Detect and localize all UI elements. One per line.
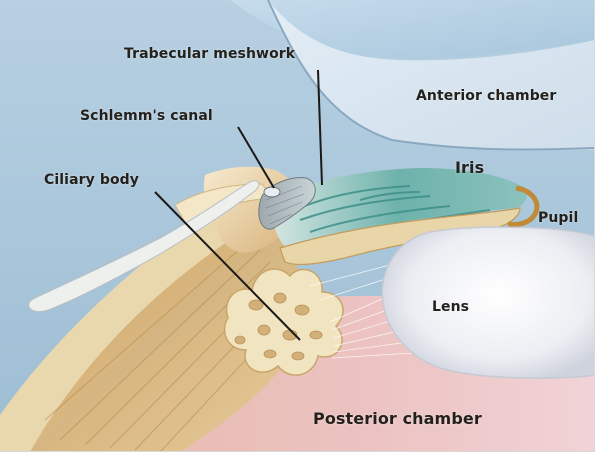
label-pupil: Pupil <box>538 210 578 226</box>
label-iris: Iris <box>455 158 484 177</box>
label-lens: Lens <box>432 299 469 315</box>
label-trabecular-meshwork: Trabecular meshwork <box>124 46 295 62</box>
label-ciliary-body: Ciliary body <box>44 172 139 188</box>
label-anterior-chamber: Anterior chamber <box>416 88 556 104</box>
schlemms-canal-opening <box>264 187 280 197</box>
label-posterior-chamber: Posterior chamber <box>313 409 482 428</box>
label-schlemms-canal: Schlemm's canal <box>80 108 213 124</box>
